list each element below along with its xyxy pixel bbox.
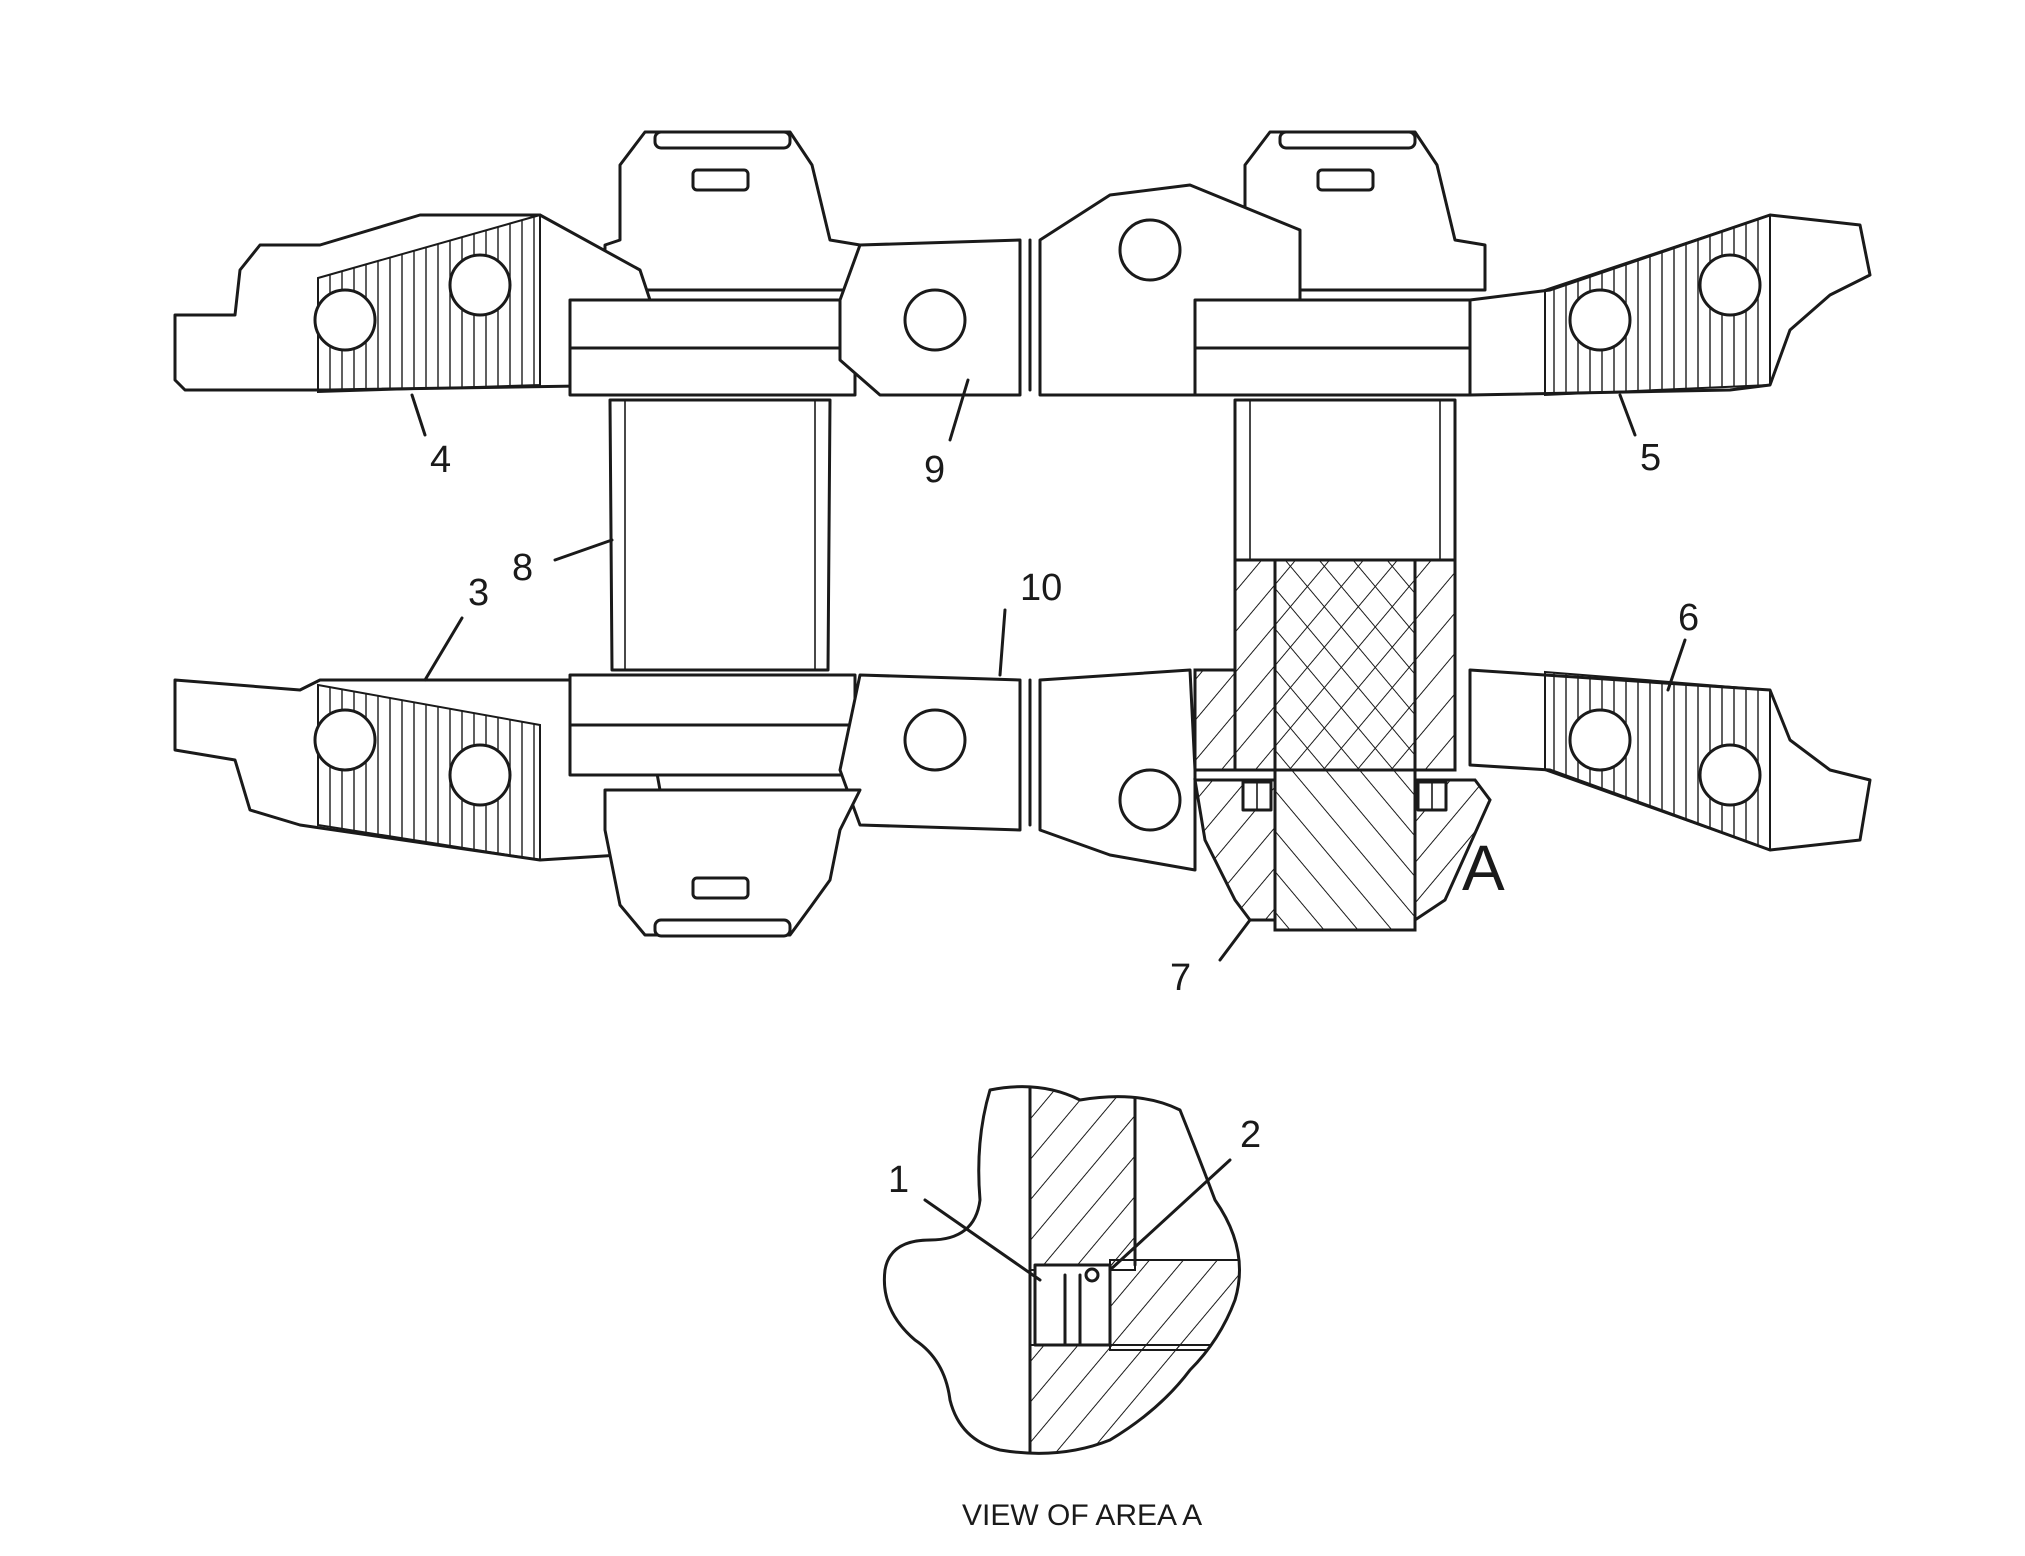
pin-section	[1193, 558, 1492, 932]
leader-lines	[410, 378, 1687, 1282]
right-bushing	[1233, 398, 1457, 562]
lower-link-row	[173, 668, 1872, 938]
callout-6: 6	[1678, 597, 1699, 639]
callout-10: 10	[1020, 567, 1062, 609]
area-a-marker: A	[1462, 832, 1505, 904]
detail-caption: VIEW OF AREA A	[962, 1499, 1202, 1532]
lower-left-bracket	[603, 788, 862, 937]
left-bushing	[608, 398, 832, 672]
callout-8: 8	[512, 547, 533, 589]
callout-labels: 4 9 5 8 3 10 6 7 1 2 A VIEW OF AREA A	[430, 437, 1699, 1532]
callout-4: 4	[430, 439, 451, 481]
callout-2: 2	[1240, 1114, 1261, 1156]
upper-left-bracket	[603, 130, 862, 292]
detail-area-a	[882, 1085, 1241, 1455]
callout-9: 9	[924, 449, 945, 491]
upper-link-row	[173, 130, 1872, 397]
bushings	[608, 398, 1457, 672]
lower-right-center-link	[1038, 668, 1197, 872]
callout-7: 7	[1170, 957, 1191, 999]
callout-5: 5	[1640, 437, 1661, 479]
callout-1: 1	[888, 1159, 909, 1201]
callout-3: 3	[468, 572, 489, 614]
